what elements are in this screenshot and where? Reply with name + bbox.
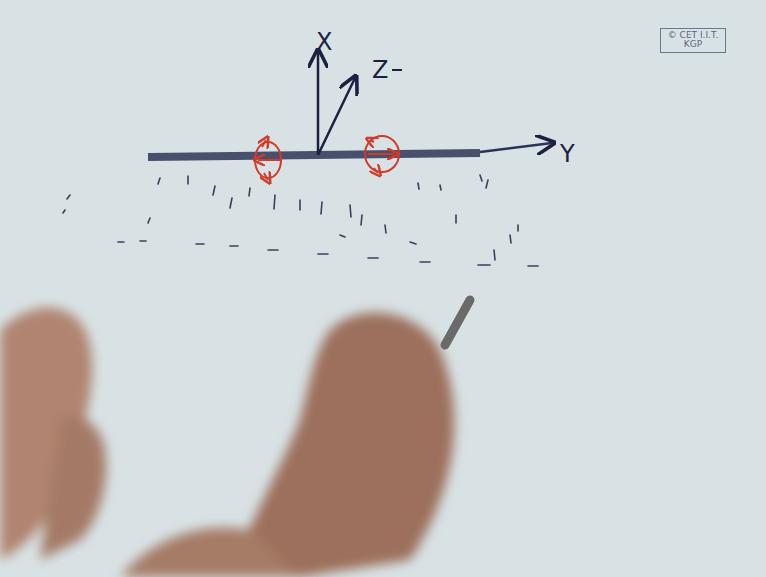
y-axis (480, 143, 552, 152)
field-arrow (374, 168, 378, 173)
x-axis (317, 52, 320, 155)
right-hand (230, 313, 454, 577)
field-arrow (368, 153, 394, 155)
watermark-box: © CET I.I.T. KGP (660, 28, 726, 53)
field-loop (365, 136, 399, 172)
field-arrow (258, 159, 280, 161)
axis-label: X (316, 30, 332, 54)
wrist (120, 527, 300, 577)
left-finger (40, 416, 106, 560)
z-axis (318, 78, 355, 155)
field-arrow (264, 173, 268, 180)
pen (445, 300, 470, 345)
conductor-strip (148, 153, 480, 157)
field-loops (255, 136, 399, 180)
watermark-text: © CET I.I.T. KGP (665, 31, 721, 50)
axis-label: Y (560, 142, 575, 166)
charge-dashes (63, 175, 538, 266)
tick-mark (392, 69, 402, 71)
axis-label: Z (372, 58, 388, 82)
hands (0, 308, 454, 577)
field-arrow (370, 140, 374, 142)
field-loop (255, 142, 281, 178)
field-arrow (262, 140, 266, 147)
